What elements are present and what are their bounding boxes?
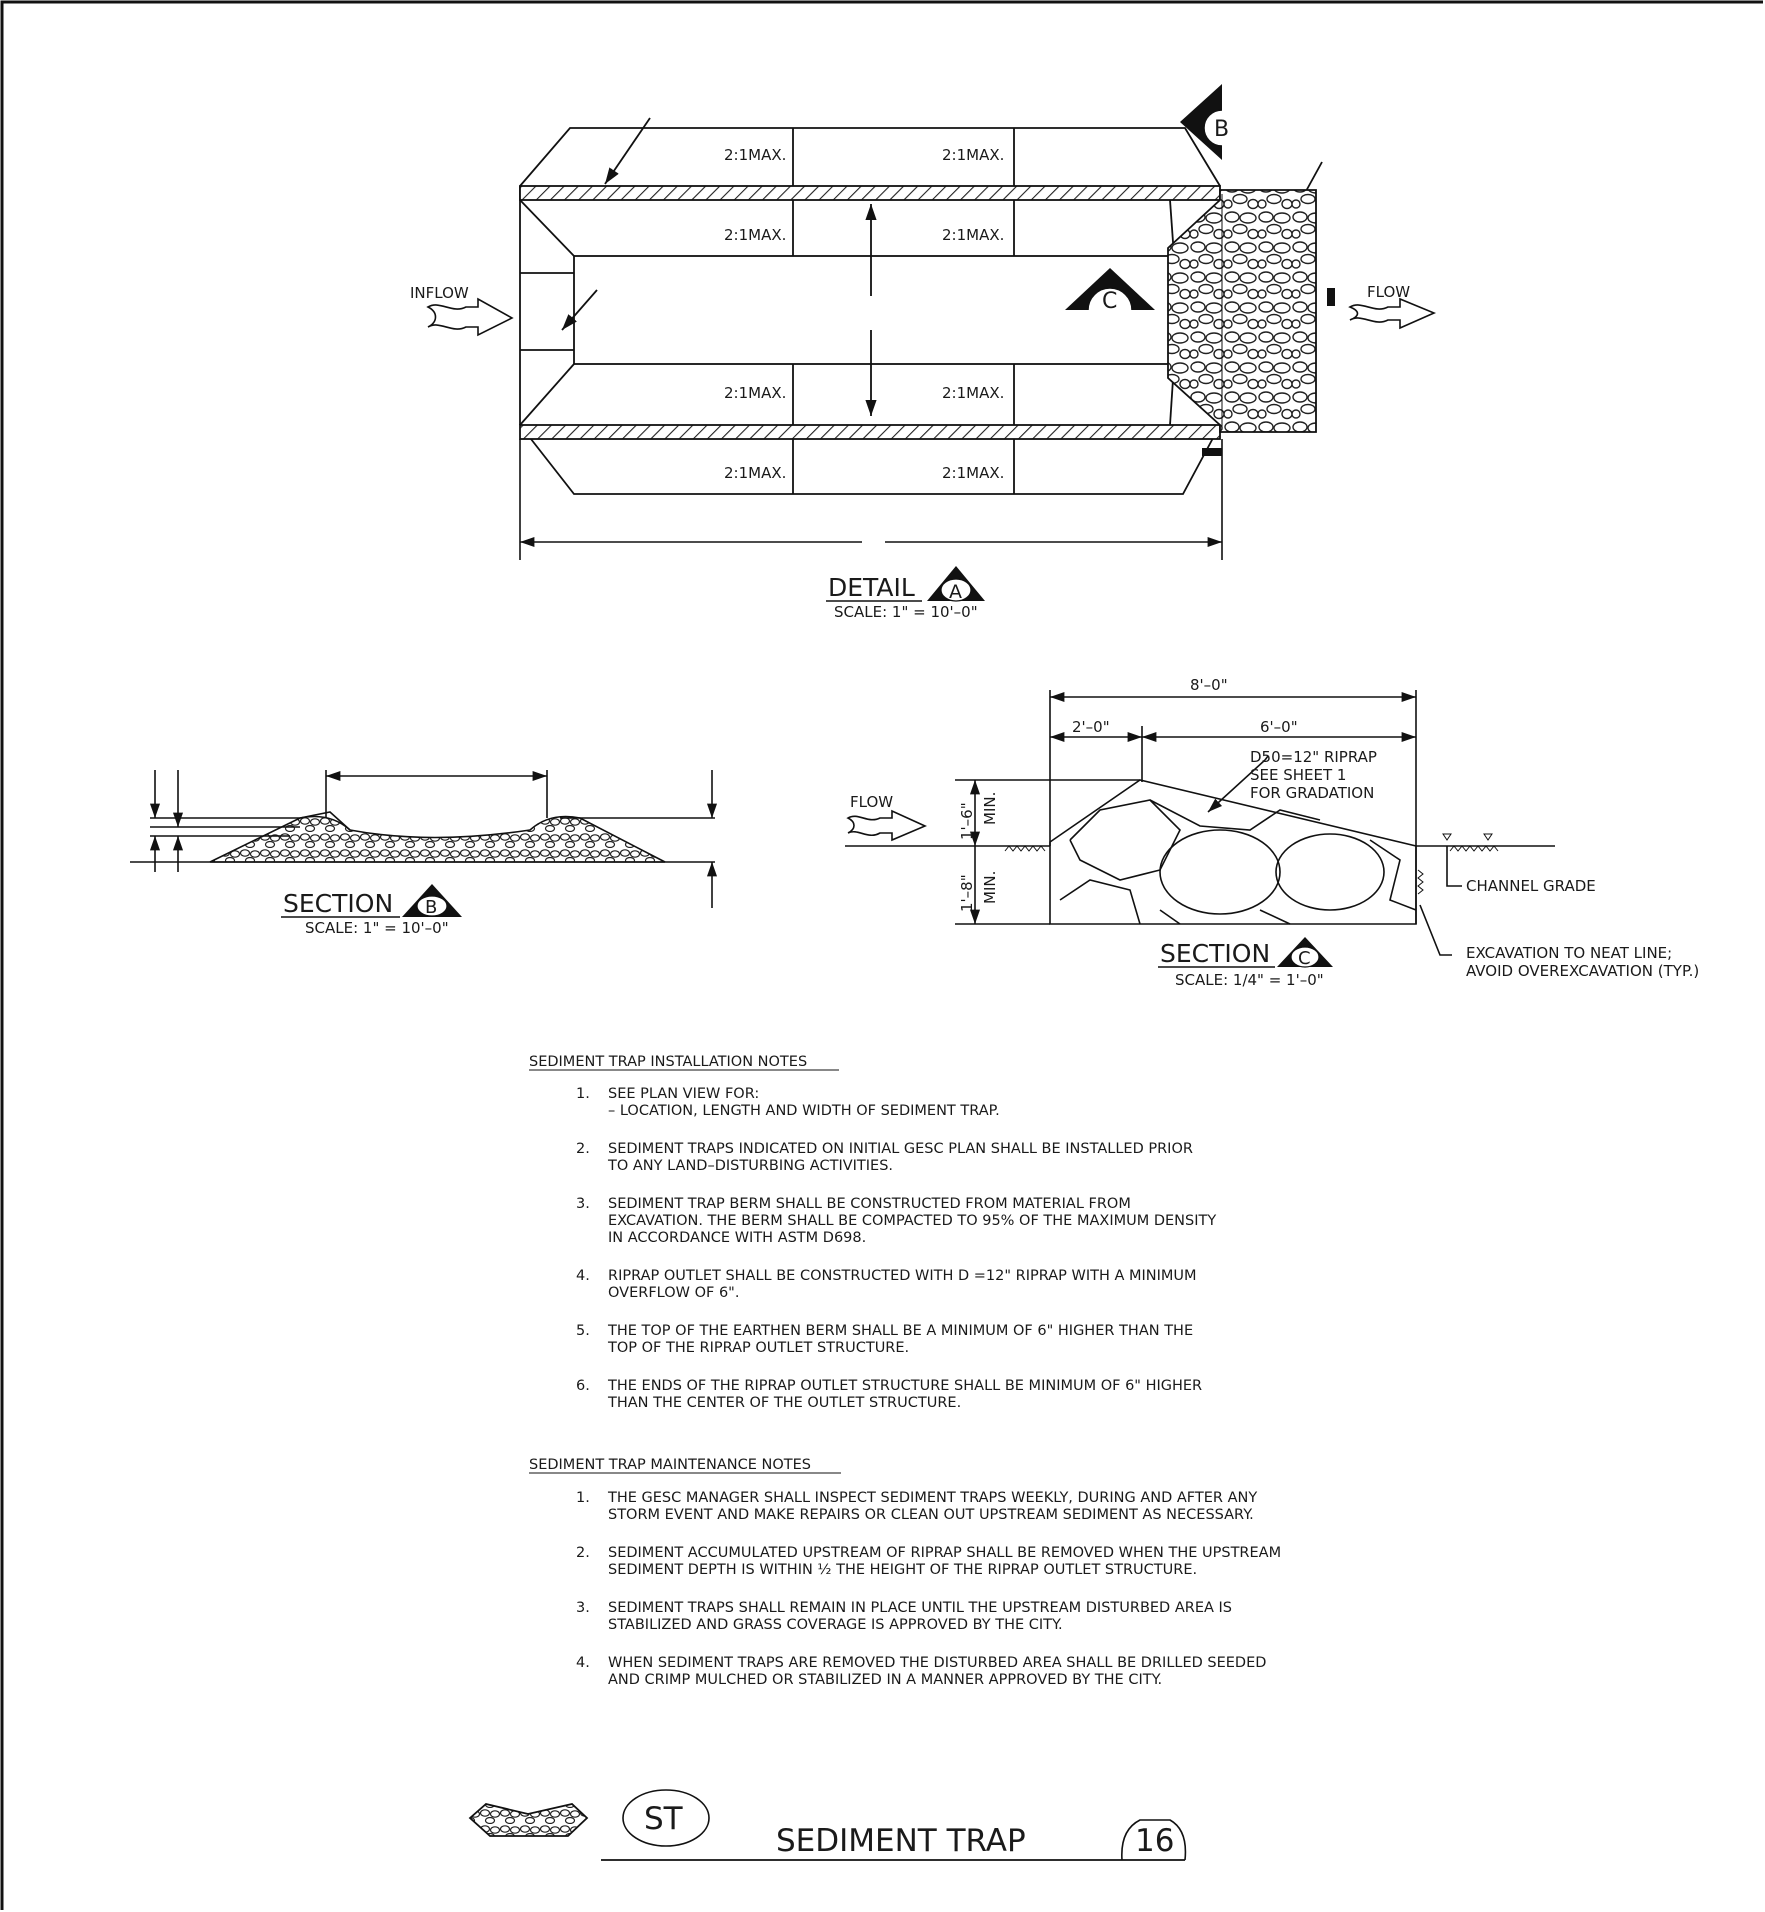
note-line: STORM EVENT AND MAKE REPAIRS OR CLEAN OU… (608, 1507, 1254, 1523)
sheet-title: SEDIMENT TRAP (776, 1823, 1026, 1859)
bottom-berm-hatch (519, 424, 1221, 440)
note-line: EXCAVATION. THE BERM SHALL BE COMPACTED … (608, 1213, 1216, 1229)
slope-label: 2:1MAX. (724, 464, 786, 482)
note-number: 3. (576, 1196, 590, 1212)
note-line: TOP OF THE RIPRAP OUTLET STRUCTURE. (607, 1340, 909, 1356)
section-c-title-text: SECTION (1160, 939, 1270, 968)
note-number: 2. (576, 1141, 590, 1157)
section-b-title: SECTION B SCALE: 1" = 10'–0" (281, 884, 462, 937)
symbol-bubble (622, 1789, 710, 1847)
excavation-label-2: AVOID OVEREXCAVATION (TYP.) (1466, 962, 1699, 980)
trap-symbol-icon (468, 1803, 589, 1837)
min-label-lower: MIN. (981, 871, 999, 904)
note-line: RIPRAP OUTLET SHALL BE CONSTRUCTED WITH … (608, 1268, 1197, 1284)
note-number: 4. (576, 1655, 590, 1671)
note-line: THE ENDS OF THE RIPRAP OUTLET STRUCTURE … (607, 1378, 1202, 1394)
maintenance-heading: SEDIMENT TRAP MAINTENANCE NOTES (529, 1457, 811, 1473)
detail-marker: A (949, 581, 962, 603)
riprap-callout-3: FOR GRADATION (1250, 784, 1374, 802)
note-number: 3. (576, 1600, 590, 1616)
inflow-arrow-icon (426, 297, 514, 337)
slope-label: 2:1MAX. (942, 146, 1004, 164)
note-line: TO ANY LAND–DISTURBING ACTIVITIES. (607, 1158, 893, 1174)
bottom-berm-outline (519, 424, 1221, 495)
dim-lower: 1'–8" (958, 874, 976, 912)
note-line: SEDIMENT TRAPS INDICATED ON INITIAL GESC… (608, 1141, 1193, 1157)
section-c-profile (845, 690, 1555, 956)
note-line: – LOCATION, LENGTH AND WIDTH OF SEDIMENT… (608, 1103, 1000, 1119)
length-dimension (519, 439, 1223, 560)
detail-scale: SCALE: 1" = 10'–0" (834, 603, 978, 621)
note-line: THE TOP OF THE EARTHEN BERM SHALL BE A M… (607, 1323, 1193, 1339)
note-line: SEDIMENT TRAPS SHALL REMAIN IN PLACE UNT… (608, 1600, 1232, 1616)
note-line: STABILIZED AND GRASS COVERAGE IS APPROVE… (608, 1617, 1063, 1633)
section-b-scale: SCALE: 1" = 10'–0" (305, 919, 449, 937)
riprap-callout-1: D50=12" RIPRAP (1250, 748, 1377, 766)
note-number: 6. (576, 1378, 590, 1394)
flow-arrow-c-icon (846, 809, 927, 842)
slope-label: 2:1MAX. (724, 146, 786, 164)
riprap-outlet (1167, 189, 1317, 433)
note-number: 2. (576, 1545, 590, 1561)
dim-right: 6'–0" (1260, 718, 1298, 736)
section-b-marker: B (1180, 84, 1252, 160)
slope-label: 2:1MAX. (942, 384, 1004, 402)
installation-heading: SEDIMENT TRAP INSTALLATION NOTES (529, 1054, 807, 1070)
marker-b-text: B (1214, 117, 1229, 142)
section-c-marker: C (1298, 948, 1311, 969)
note-line: SEDIMENT DEPTH IS WITHIN ½ THE HEIGHT OF… (608, 1562, 1197, 1578)
excavation-label-1: EXCAVATION TO NEAT LINE; (1466, 944, 1672, 962)
note-line: THAN THE CENTER OF THE OUTLET STRUCTURE. (607, 1395, 961, 1411)
note-number: 4. (576, 1268, 590, 1284)
section-b-title-text: SECTION (283, 889, 393, 918)
outlet-end-marker-bottom (1202, 448, 1222, 456)
flow-arrow-icon (1348, 297, 1437, 330)
inflow-label: INFLOW (410, 284, 469, 302)
slope-label: 2:1MAX. (724, 226, 786, 244)
detail-a-plan (519, 117, 1323, 495)
note-line: SEDIMENT ACCUMULATED UPSTREAM OF RIPRAP … (608, 1545, 1281, 1561)
note-line: WHEN SEDIMENT TRAPS ARE REMOVED THE DIST… (608, 1655, 1266, 1671)
installation-notes: SEDIMENT TRAP INSTALLATION NOTES 1. SEE P… (529, 1054, 1216, 1411)
note-number: 1. (576, 1490, 590, 1506)
symbol-code: ST (644, 1801, 684, 1837)
section-c-title: SECTION C SCALE: 1/4" = 1'–0" (1158, 937, 1333, 989)
sheet-number: 16 (1135, 1823, 1174, 1859)
dim-total: 8'–0" (1190, 676, 1228, 694)
note-number: 1. (576, 1086, 590, 1102)
note-line: IN ACCORDANCE WITH ASTM D698. (608, 1230, 866, 1246)
slope-label: 2:1MAX. (942, 226, 1004, 244)
flow-label: FLOW (1367, 283, 1410, 301)
dim-left: 2'–0" (1072, 718, 1110, 736)
section-b-marker: B (425, 897, 437, 918)
channel-grade-label: CHANNEL GRADE (1466, 877, 1596, 895)
note-line: THE GESC MANAGER SHALL INSPECT SEDIMENT … (607, 1490, 1257, 1506)
note-line: SEDIMENT TRAP BERM SHALL BE CONSTRUCTED … (608, 1196, 1131, 1212)
flow-label-c: FLOW (850, 793, 893, 811)
section-c-scale: SCALE: 1/4" = 1'–0" (1175, 971, 1324, 989)
slope-label: 2:1MAX. (724, 384, 786, 402)
detail-a-title: DETAIL A SCALE: 1" = 10'–0" (826, 566, 985, 621)
outlet-end-marker-top (1327, 288, 1335, 306)
riprap-callout-2: SEE SHEET 1 (1250, 766, 1346, 784)
note-line: OVERFLOW OF 6". (608, 1285, 739, 1301)
marker-c-text: C (1102, 289, 1117, 314)
top-berm-hatch (519, 185, 1221, 201)
maintenance-notes: SEDIMENT TRAP MAINTENANCE NOTES 1. THE GE… (529, 1457, 1281, 1688)
section-c-marker: C (1065, 268, 1155, 340)
note-line: SEE PLAN VIEW FOR: (608, 1086, 759, 1102)
title-block: ST SEDIMENT TRAP 16 (468, 1789, 1187, 1861)
dim-upper: 1'–6" (958, 802, 976, 840)
min-label-upper: MIN. (981, 792, 999, 825)
slope-labels: 2:1MAX. 2:1MAX. 2:1MAX. 2:1MAX. 2:1MAX. … (724, 146, 1004, 482)
note-line: AND CRIMP MULCHED OR STABILIZED IN A MAN… (608, 1672, 1162, 1688)
top-berm-outline (519, 127, 1221, 187)
detail-title: DETAIL (828, 573, 915, 602)
note-number: 5. (576, 1323, 590, 1339)
grade-ticks (1004, 833, 1499, 895)
section-b-profile (130, 770, 718, 908)
slope-label: 2:1MAX. (942, 464, 1004, 482)
